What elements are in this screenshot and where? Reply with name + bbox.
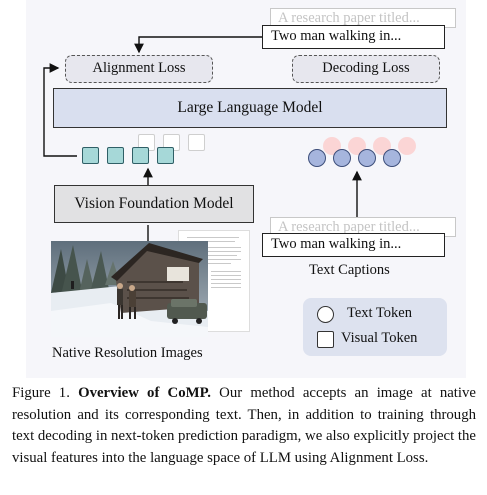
legend: Text Token Visual Token <box>303 298 447 356</box>
ghost-text-token <box>398 137 416 155</box>
caption-bottom: Two man walking in... <box>262 233 445 257</box>
visual-token-legend-icon <box>317 331 334 348</box>
llm-box: Large Language Model <box>53 88 447 128</box>
snow-scene-photo <box>51 241 208 337</box>
native-resolution-images-label: Native Resolution Images <box>52 345 203 361</box>
visual-token <box>107 147 124 164</box>
text-token <box>308 149 326 167</box>
text-token <box>383 149 401 167</box>
connector-arrows <box>43 36 362 241</box>
text-token-legend-label: Text Token <box>347 305 412 321</box>
caption-to-alignment-arrow <box>134 36 262 54</box>
figure-number: Figure 1. <box>12 385 70 401</box>
visual-token <box>82 147 99 164</box>
visual-token-legend-label: Visual Token <box>341 330 418 346</box>
text-token <box>358 149 376 167</box>
tokens-to-alignment-arrow <box>43 63 77 157</box>
ghost-visual-token <box>188 134 205 151</box>
figure-title: Overview of CoMP <box>78 385 208 401</box>
vision-foundation-model-box: Vision Foundation Model <box>54 185 254 223</box>
text-captions-label: Text Captions <box>309 262 390 278</box>
visual-token <box>157 147 174 164</box>
caption-top: Two man walking in... <box>262 25 445 49</box>
text-token <box>333 149 351 167</box>
visual-token <box>132 147 149 164</box>
alignment-loss-box: Alignment Loss <box>65 55 213 83</box>
ghost-caption-top: A research paper titled... <box>270 8 456 28</box>
figure-caption: Figure 1. Overview of CoMP. Our method a… <box>12 385 477 466</box>
text-token-legend-icon <box>317 306 334 323</box>
figure-body: Our method accepts an image at native re… <box>12 385 477 466</box>
decoding-loss-box: Decoding Loss <box>292 55 440 83</box>
